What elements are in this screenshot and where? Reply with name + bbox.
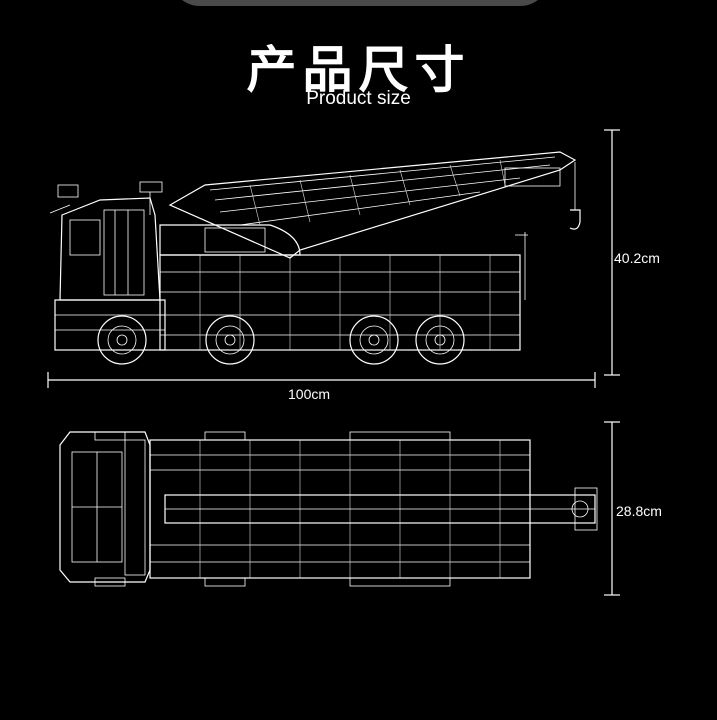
top-view-truck xyxy=(59,431,598,587)
height-dimension-label: 40.2cm xyxy=(614,250,660,266)
width-dimension-label: 28.8cm xyxy=(616,503,662,519)
length-dimension-line xyxy=(47,372,596,388)
side-view-truck xyxy=(49,151,581,365)
height-dimension-line xyxy=(604,129,620,376)
page-title-chinese: 产品尺寸 xyxy=(246,41,471,99)
length-dimension-label: 100cm xyxy=(288,386,331,402)
side-wheels xyxy=(97,315,465,365)
width-dimension-line xyxy=(604,421,620,596)
top-banner-bar xyxy=(170,0,550,6)
page-title-english: Product size xyxy=(306,88,411,109)
